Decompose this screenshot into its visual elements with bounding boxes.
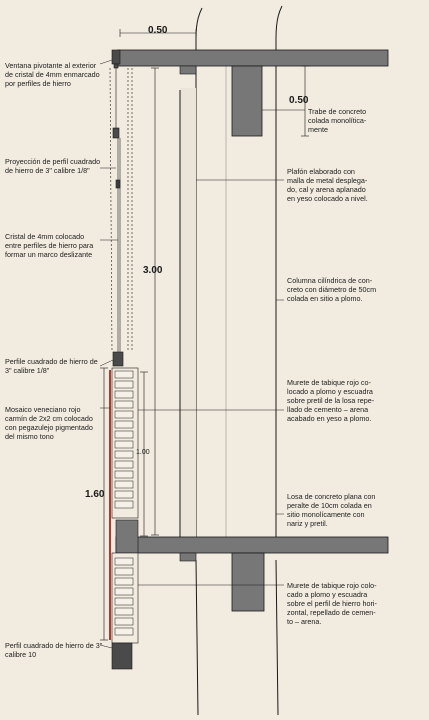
dimension-floor-height: 3.00 — [143, 265, 163, 276]
window-frame — [109, 49, 133, 367]
concrete-column — [179, 5, 283, 716]
bottom-concrete-slab — [115, 519, 389, 612]
dimension-lines — [100, 29, 309, 641]
note-pivot-window: Ventana pivotante al exterior de cristal… — [5, 61, 100, 88]
brick — [114, 370, 134, 379]
note-concrete-column: Columna cilíndrica de con- creto con diá… — [287, 276, 377, 303]
dimension-inner-height: 1.00 — [136, 449, 150, 456]
brick — [114, 557, 134, 566]
brick — [114, 440, 134, 449]
brick — [114, 410, 134, 419]
brick — [114, 577, 134, 586]
note-iron-profile-caliber: Perfil cuadrado de hierro de 3" calibre … — [5, 641, 103, 659]
brick — [114, 500, 134, 509]
brick — [114, 450, 134, 459]
dimension-beam-depth: 0.50 — [289, 95, 309, 106]
brick — [114, 380, 134, 389]
note-iron-profile-projection: Proyección de perfil cuadrado de hierro … — [5, 157, 101, 175]
brick-parapet — [111, 367, 139, 670]
note-sliding-glass: Cristal de 4mm colocado entre perfiles d… — [5, 232, 94, 259]
leader-lines — [99, 59, 305, 649]
brick — [114, 567, 134, 576]
brick — [114, 420, 134, 429]
brick — [114, 390, 134, 399]
top-concrete-beam — [117, 49, 389, 137]
brick — [114, 490, 134, 499]
brick — [114, 587, 134, 596]
brick — [114, 617, 134, 626]
brick — [114, 480, 134, 489]
dimension-parapet-height: 1.60 — [85, 489, 105, 500]
brick — [114, 597, 134, 606]
note-concrete-beam: Trabe de concreto colada monolítica- men… — [308, 107, 367, 134]
brick — [114, 460, 134, 469]
note-iron-profile-square: Perfile cuadrado de hierro de 3" calibre… — [5, 357, 98, 375]
note-brick-wall-lower: Murete de tabique rojo colo- cado a plom… — [287, 581, 377, 626]
note-concrete-slab: Losa de concreto plana con peralte de 10… — [287, 492, 376, 528]
note-venetian-mosaic: Mosaico veneciano rojo carmín de 2x2 cm … — [5, 405, 93, 441]
brick — [114, 627, 134, 636]
dimension-top-width: 0.50 — [148, 25, 168, 36]
note-plaster-ceiling: Plafón elaborado con malla de metal desp… — [287, 167, 368, 203]
brick — [114, 400, 134, 409]
note-brick-wall-upper: Murete de tabique rojo co- locado a plom… — [287, 378, 375, 423]
brick — [114, 607, 134, 616]
brick — [114, 430, 134, 439]
brick — [114, 470, 134, 479]
